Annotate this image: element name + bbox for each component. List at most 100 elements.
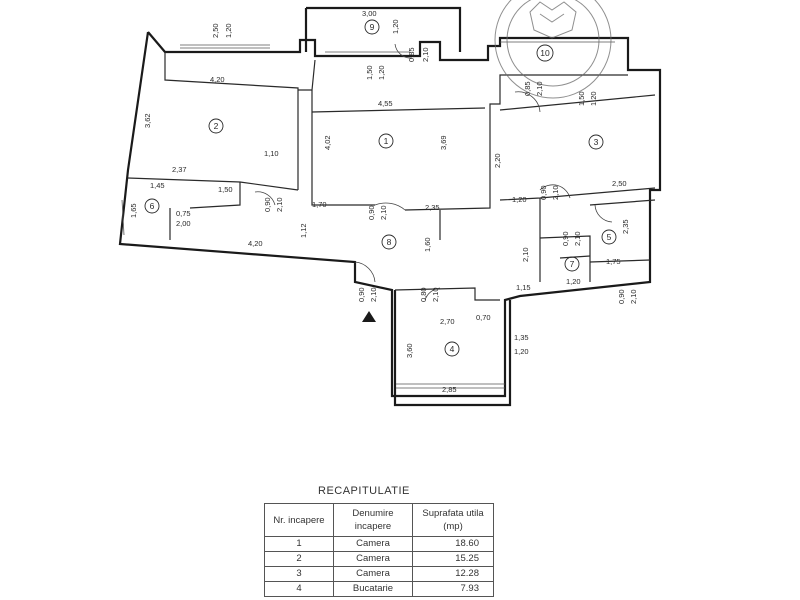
dim-label: 0,85 bbox=[523, 81, 532, 96]
floor-plan: 2,50 1,20 3,00 1,20 0,85 2,10 1,50 1,20 … bbox=[118, 0, 662, 407]
cell-nr: 3 bbox=[264, 566, 334, 582]
dim-label: 4,20 bbox=[248, 239, 263, 248]
dim-label: 2,50 bbox=[211, 23, 220, 38]
dim-label: 0,90 bbox=[367, 205, 376, 220]
dim-label: 0,90 bbox=[617, 289, 626, 304]
svg-text:2: 2 bbox=[214, 121, 219, 131]
room-1-label: 1 bbox=[378, 133, 394, 149]
dim-label: 3,69 bbox=[439, 135, 448, 150]
room-5-label: 5 bbox=[601, 229, 617, 245]
dim-label: 3,60 bbox=[405, 343, 414, 358]
dim-label: 2,10 bbox=[379, 205, 388, 220]
cell-nr: 2 bbox=[264, 551, 334, 567]
room-labels: 1 2 3 4 5 6 7 8 9 10 bbox=[144, 19, 617, 357]
dim-label: 2,10 bbox=[573, 231, 582, 246]
dim-label: 1,20 bbox=[224, 23, 233, 38]
dim-label: 1,50 bbox=[218, 185, 233, 194]
dim-label: 2,00 bbox=[176, 219, 191, 228]
room-7-label: 7 bbox=[564, 256, 580, 272]
cell-name: Camera bbox=[333, 536, 413, 552]
dim-label: 2,10 bbox=[431, 287, 440, 302]
windows bbox=[121, 41, 615, 389]
dim-label: 1,60 bbox=[423, 237, 432, 252]
room-2-label: 2 bbox=[208, 118, 224, 134]
dim-label: 1,20 bbox=[391, 19, 400, 34]
dim-label: 1,20 bbox=[589, 91, 598, 106]
entrance-triangle-icon bbox=[362, 311, 376, 322]
recap-table: Nr. incapere Denumire incapere Suprafata… bbox=[264, 503, 494, 597]
dim-label: 4,20 bbox=[210, 75, 225, 84]
dim-label: 1,12 bbox=[299, 223, 308, 238]
dim-label: 0,90 bbox=[263, 197, 272, 212]
dim-label: 1,50 bbox=[577, 91, 586, 106]
dim-label: 2,20 bbox=[493, 153, 502, 168]
svg-text:4: 4 bbox=[450, 344, 455, 354]
dim-label: 2,10 bbox=[421, 47, 430, 62]
dim-label: 2,10 bbox=[521, 247, 530, 262]
table-row: 2 Camera 15.25 bbox=[264, 551, 494, 567]
svg-text:6: 6 bbox=[150, 201, 155, 211]
cell-area: 15.25 bbox=[412, 551, 494, 567]
dim-label: 1,65 bbox=[129, 203, 138, 218]
dim-label: 2,35 bbox=[621, 219, 630, 234]
dim-label: 1,15 bbox=[516, 283, 531, 292]
dim-label: 0,90 bbox=[561, 231, 570, 246]
dim-label: 1,50 bbox=[365, 65, 374, 80]
dim-label: 3,62 bbox=[143, 113, 152, 128]
dim-label: 2,10 bbox=[629, 289, 638, 304]
cell-area: 18.60 bbox=[412, 536, 494, 552]
dim-label: 1,45 bbox=[150, 181, 165, 190]
dim-label: 0,75 bbox=[176, 209, 191, 218]
dimension-labels: 2,50 1,20 3,00 1,20 0,85 2,10 1,50 1,20 … bbox=[129, 9, 638, 394]
svg-text:7: 7 bbox=[570, 259, 575, 269]
dim-label: 1,10 bbox=[264, 149, 279, 158]
dim-label: 1,20 bbox=[377, 65, 386, 80]
header-denumire: Denumire incapere bbox=[333, 503, 413, 537]
dim-label: 0,90 bbox=[539, 185, 548, 200]
dim-label: 2,10 bbox=[275, 197, 284, 212]
svg-text:10: 10 bbox=[540, 48, 550, 58]
dim-label: 1,70 bbox=[312, 200, 327, 209]
doors bbox=[254, 43, 613, 301]
recap-header-row: Nr. incapere Denumire incapere Suprafata… bbox=[264, 503, 494, 537]
dim-label: 1,20 bbox=[566, 277, 581, 286]
outer-walls bbox=[118, 6, 662, 407]
cell-nr: 1 bbox=[264, 536, 334, 552]
dim-label: 2,10 bbox=[369, 287, 378, 302]
dim-label: 0,90 bbox=[357, 287, 366, 302]
cell-name: Camera bbox=[333, 551, 413, 567]
svg-text:1: 1 bbox=[384, 136, 389, 146]
room-10-label: 10 bbox=[536, 44, 554, 62]
cell-name: Camera bbox=[333, 566, 413, 582]
dim-label: 0,85 bbox=[407, 47, 416, 62]
dim-label: 1,35 bbox=[514, 333, 529, 342]
dim-label: 3,00 bbox=[362, 9, 377, 18]
dim-label: 2,10 bbox=[551, 185, 560, 200]
dim-label: 2,37 bbox=[172, 165, 187, 174]
cell-name: Bucatarie bbox=[333, 581, 413, 597]
svg-text:3: 3 bbox=[594, 137, 599, 147]
dim-label: 1,20 bbox=[514, 347, 529, 356]
room-4-label: 4 bbox=[444, 341, 460, 357]
dim-label: 0,80 bbox=[419, 287, 428, 302]
dim-label: 2,85 bbox=[442, 385, 457, 394]
dim-label: 2,50 bbox=[612, 179, 627, 188]
dim-label: 2,35 bbox=[425, 203, 440, 212]
dim-label: 1,75 bbox=[606, 257, 621, 266]
interior-walls bbox=[127, 52, 656, 301]
dim-label: 2,70 bbox=[440, 317, 455, 326]
room-6-label: 6 bbox=[144, 198, 160, 214]
cell-area: 7.93 bbox=[412, 581, 494, 597]
room-8-label: 8 bbox=[381, 234, 397, 250]
header-suprafata: Suprafata utila (mp) bbox=[412, 503, 494, 537]
dim-label: 2,10 bbox=[535, 81, 544, 96]
dim-label: 0,70 bbox=[476, 313, 491, 322]
cell-area: 12.28 bbox=[412, 566, 494, 582]
svg-text:9: 9 bbox=[370, 22, 375, 32]
table-row: 1 Camera 18.60 bbox=[264, 536, 494, 552]
dim-label: 1,20 bbox=[512, 195, 527, 204]
dim-label: 4,55 bbox=[378, 99, 393, 108]
table-row: 4 Bucatarie 7.93 bbox=[264, 581, 494, 597]
svg-text:5: 5 bbox=[607, 232, 612, 242]
room-9-label: 9 bbox=[364, 19, 380, 35]
